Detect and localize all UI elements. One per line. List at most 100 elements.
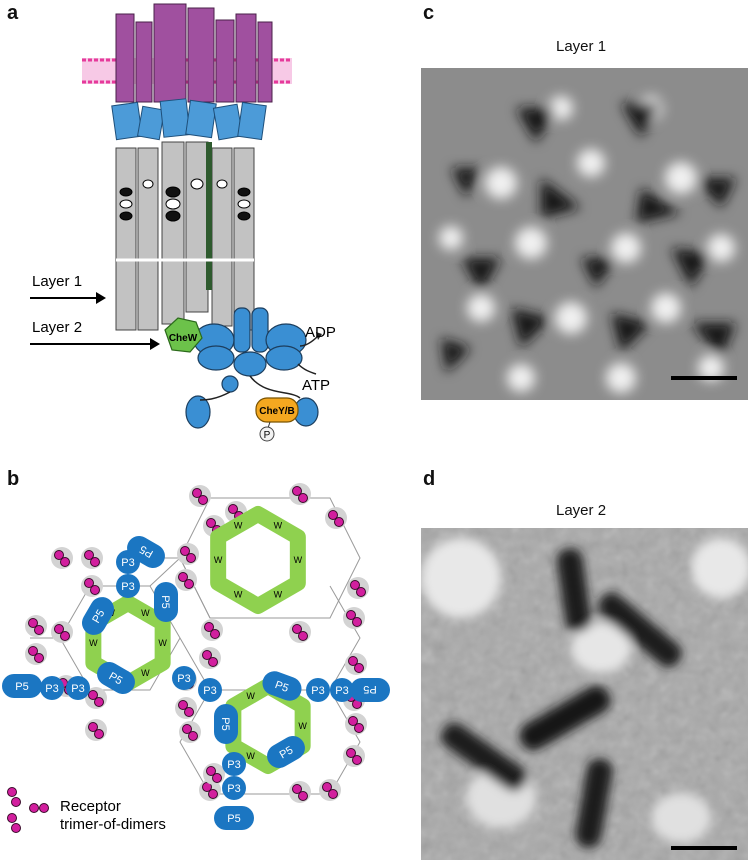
receptor-dimer-27 <box>289 781 311 803</box>
dimer-dot <box>90 585 100 595</box>
dimer-dot <box>328 510 338 520</box>
dimer-dot <box>34 625 44 635</box>
dimer-dot <box>350 580 360 590</box>
p5-label-8: P5 <box>278 744 296 761</box>
dimer-dot <box>198 495 208 505</box>
dimer-dot <box>206 766 216 776</box>
receptor-dimer-30 <box>203 763 225 785</box>
cheyb-oval <box>255 397 299 423</box>
ring-top-ring <box>210 506 306 614</box>
p5-node: P5 <box>214 704 238 744</box>
dimer-dot <box>84 578 94 588</box>
adp-arrowhead <box>316 332 322 340</box>
dimer-dot <box>210 629 220 639</box>
receptor-dimer-11 <box>51 621 73 643</box>
p3-label-3: P3 <box>45 683 58 695</box>
receptor-dimer-1 <box>289 483 311 505</box>
layer2-label: Layer 2 <box>32 319 82 336</box>
dimer-dot <box>298 493 308 503</box>
receptor-dimer-14 <box>85 687 107 709</box>
dimer-dot <box>348 716 358 726</box>
dimer-dot <box>212 773 222 783</box>
receptor-dimer-17 <box>175 697 197 719</box>
p5-label-5: P5 <box>273 679 290 695</box>
ring-top-w-label: W <box>274 521 283 531</box>
dimer-dot <box>346 748 356 758</box>
layer1-em-image <box>421 68 748 400</box>
phosphate-label: P <box>264 430 271 441</box>
receptor-dimer-8 <box>81 575 103 597</box>
receptor-dimer-9 <box>51 547 73 569</box>
receptor-dimer-15 <box>85 719 107 741</box>
dimer-dot <box>180 546 190 556</box>
legend-dimer-icon <box>7 787 49 833</box>
ring-bottom-ring <box>225 678 311 774</box>
p5-pill <box>2 674 42 698</box>
p5-node: P5 <box>262 671 302 701</box>
dimer-dot <box>208 657 218 667</box>
p5-node: P5 <box>154 582 178 622</box>
receptor-dimer-5 <box>175 569 197 591</box>
p3-node <box>198 678 222 702</box>
p5-pill <box>214 704 238 744</box>
dimer-dot <box>354 663 364 673</box>
dimer-dot <box>298 631 308 641</box>
p3-label-9: P3 <box>227 783 240 795</box>
dimer-dot <box>188 731 198 741</box>
p5-node: P5 <box>267 736 305 768</box>
adp-arrow <box>299 335 319 347</box>
layer2-em-texture <box>421 528 748 860</box>
receptor-dimer-2 <box>325 507 347 529</box>
layer1-scale-bar <box>671 376 737 380</box>
p3-node <box>116 550 140 574</box>
ring-top-w-label: W <box>234 590 243 600</box>
dimer-dot <box>54 550 64 560</box>
receptor-periplasmic-domains <box>115 3 273 103</box>
ring-bottom-w-label: W <box>298 721 307 731</box>
legend-dot-5 <box>11 823 21 833</box>
dimer-dot <box>88 690 98 700</box>
dimer-dot <box>292 624 302 634</box>
p5-label-1: P5 <box>90 608 107 626</box>
dimer-dot <box>298 791 308 801</box>
dimer-dot <box>28 618 38 628</box>
p3-label-0: P3 <box>121 557 134 569</box>
ring-left-w-label: W <box>141 608 150 618</box>
p5-pill <box>262 671 302 701</box>
dimer-dot <box>60 631 70 641</box>
ring-bottom-w-label: W <box>246 691 255 701</box>
dimer-dot <box>94 729 104 739</box>
receptor-dimer-7 <box>81 547 103 569</box>
adp-label: ADP <box>305 324 336 341</box>
dimer-dot <box>178 572 188 582</box>
p3-node <box>66 676 90 700</box>
dimer-dot <box>202 650 212 660</box>
legend-line2: trimer-of-dimers <box>60 816 166 833</box>
panel-letter-a: a <box>7 2 19 24</box>
panel-letter-c: c <box>423 2 435 24</box>
receptor-dimer-28 <box>319 779 341 801</box>
dimer-dot <box>178 700 188 710</box>
legend-dot-4 <box>7 813 17 823</box>
p3-node <box>172 666 196 690</box>
p3-node <box>116 574 140 598</box>
receptor-dimer-4 <box>177 543 199 565</box>
layer1-arrow <box>30 292 106 304</box>
panel-b-lattice: WWWWWWWWWWWWWWWWWW P5P3P3P5P5P5P3P3P5P3P… <box>2 483 390 833</box>
legend-dot-2 <box>29 803 39 813</box>
p3-node <box>330 678 354 702</box>
lattice-lines <box>30 497 361 795</box>
receptor-dimer-10 <box>25 615 47 637</box>
dimer-dot <box>228 504 238 514</box>
layer2-em-image <box>421 528 748 860</box>
p5-node: P5 <box>350 678 390 702</box>
dimer-dot <box>208 789 218 799</box>
dimer-dot <box>186 553 196 563</box>
dimer-dot <box>356 587 366 597</box>
atp-line <box>297 363 317 375</box>
p5-label-0: P5 <box>138 543 156 560</box>
p3-label-8: P3 <box>227 759 240 771</box>
receptor-dimer-12 <box>25 643 47 665</box>
dimer-dot <box>328 789 338 799</box>
p3-node <box>40 676 64 700</box>
